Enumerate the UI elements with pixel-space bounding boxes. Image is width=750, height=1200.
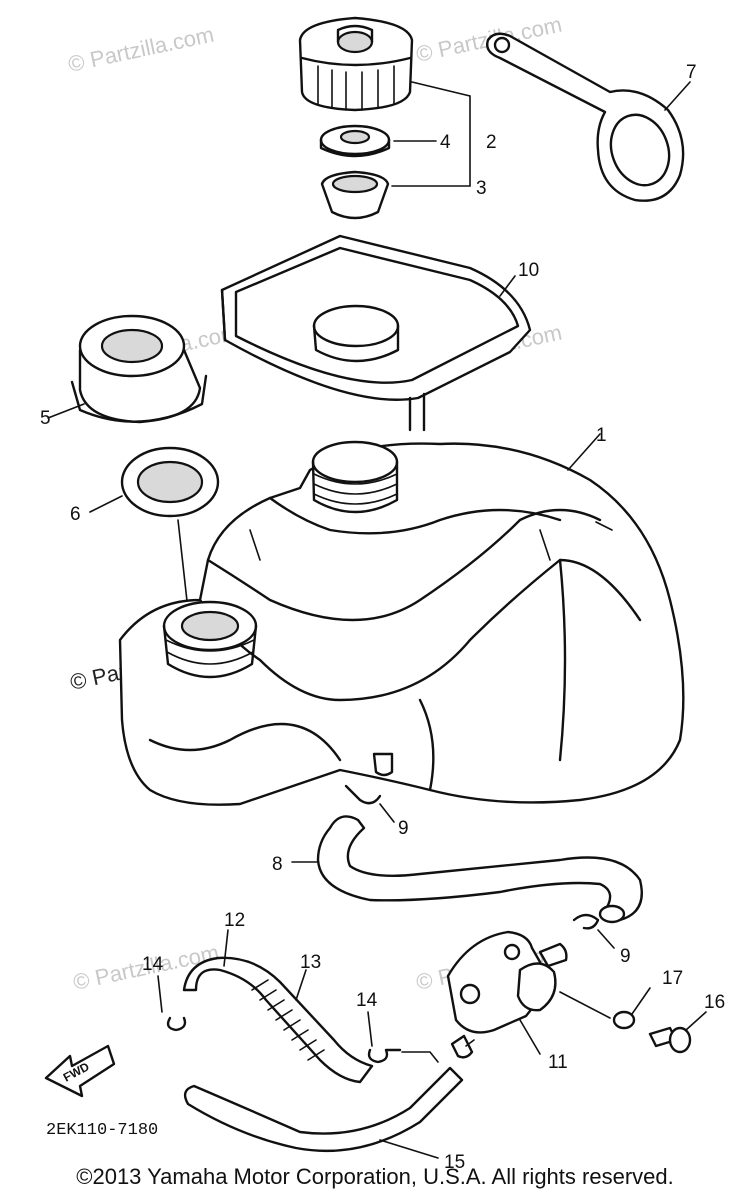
diagram-code: 2EK110-7180 [46,1121,158,1140]
fuel-tank [118,433,685,806]
fuel-cock [446,930,611,1059]
hose-clip [344,784,395,823]
callout-11: 11 [548,1052,568,1073]
callout-14: 14 [142,954,164,975]
watermark: © Partzilla.com [66,22,216,77]
callout-14b: 14 [356,990,378,1011]
callout-17: 17 [662,968,683,989]
fuel-hose-lower [183,1051,464,1159]
fuel-cap [298,16,414,112]
filler-seal [89,446,220,611]
cap-strap [486,32,691,202]
callout-2: 2 [486,132,497,153]
copyright-footer: ©2013 Yamaha Motor Corporation, U.S.A. A… [76,1164,674,1189]
callout-5: 5 [40,408,51,429]
callout-9b: 9 [620,946,631,967]
callout-labels: 1 2 3 4 5 6 7 8 9 9 10 11 12 13 14 14 15… [40,62,725,1173]
filler-neck [47,314,208,424]
callout-13: 13 [300,952,321,973]
cap-insert [320,170,390,220]
callout-16: 16 [704,992,725,1013]
washer [612,987,651,1030]
callout-15: 15 [444,1152,465,1173]
forward-arrow-icon: FWD [44,1044,116,1098]
cap-gasket [319,124,391,158]
callout-12: 12 [224,910,245,931]
callout-4: 4 [440,132,451,153]
callout-8: 8 [272,854,283,875]
callout-bracket [391,81,471,187]
hose-clip-small [157,975,187,1032]
fuel-hose-spring [182,929,374,1084]
callout-9: 9 [398,818,409,839]
callout-7: 7 [686,62,697,83]
hose-clip-small [367,1011,402,1064]
tank-cover-tray [220,234,532,432]
callout-10: 10 [518,260,539,281]
screw [648,1011,707,1054]
fuel-hose-upper [291,815,643,924]
callout-6: 6 [70,504,81,525]
hose-clip [572,913,615,949]
callout-3: 3 [476,178,487,199]
callout-1: 1 [596,425,607,446]
